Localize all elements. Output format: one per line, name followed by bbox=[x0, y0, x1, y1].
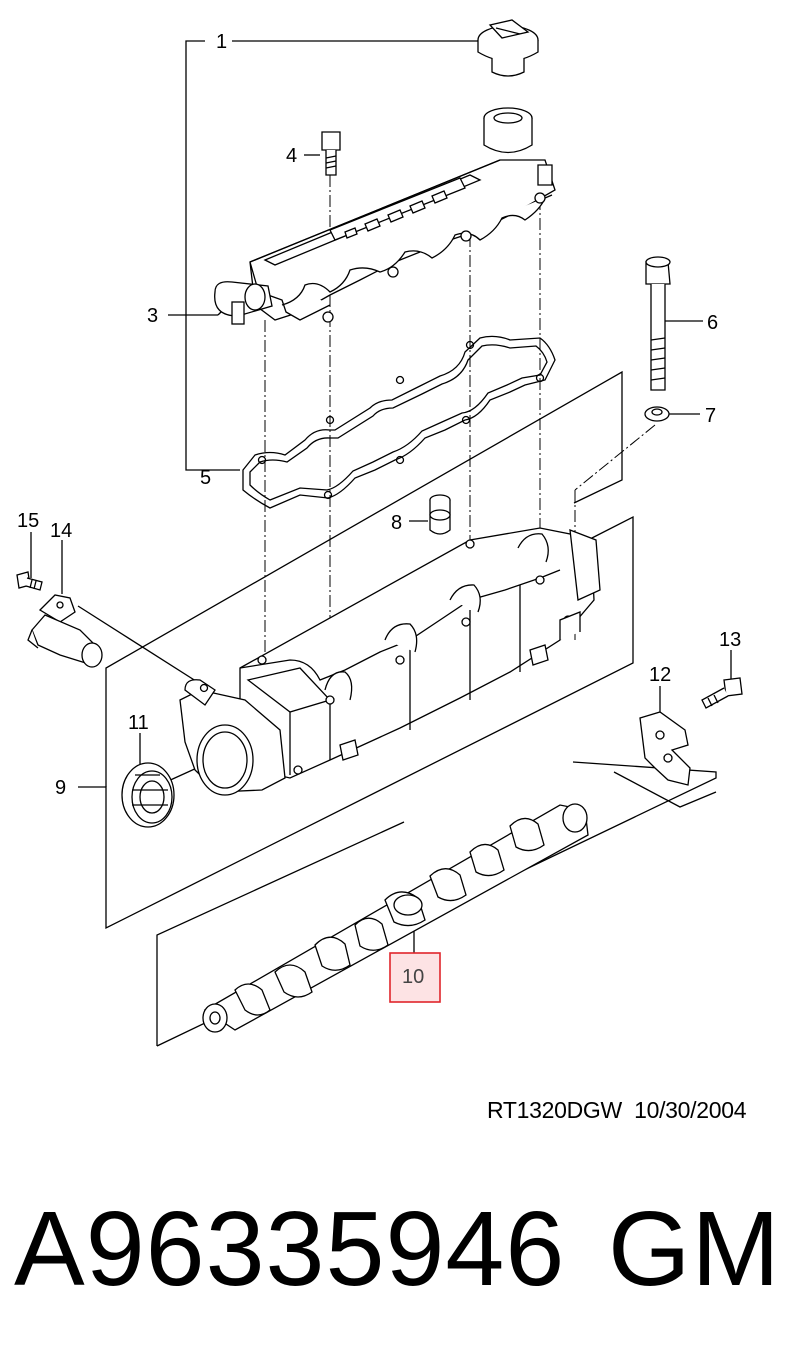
head-bolt bbox=[645, 256, 671, 391]
leader-lines bbox=[30, 40, 732, 1047]
callout-5-label: 5 bbox=[200, 467, 211, 489]
drawing-code: RT1320DGW 10/30/2004 bbox=[487, 1097, 747, 1123]
camshaft-housing bbox=[179, 527, 601, 796]
callout-15-label: 15 bbox=[17, 510, 39, 532]
callout-1-label: 1 bbox=[216, 31, 227, 53]
callout-10-label: 10 bbox=[402, 966, 424, 988]
part-number: A96335946 bbox=[14, 1190, 566, 1308]
highlight-box bbox=[389, 952, 441, 1003]
callout-11-label: 11 bbox=[128, 712, 149, 734]
oil-seal bbox=[121, 762, 175, 828]
bracket bbox=[639, 711, 691, 786]
callout-7-label: 7 bbox=[705, 405, 716, 427]
sensor-bolt bbox=[16, 571, 43, 591]
camshaft bbox=[202, 803, 589, 1033]
oil-filler-cap bbox=[477, 19, 539, 154]
washer bbox=[644, 406, 670, 422]
callout-labels: 1 3 4 5 6 7 8 9 10 11 12 13 14 15 bbox=[17, 31, 741, 988]
callout-6-label: 6 bbox=[707, 312, 718, 334]
sleeve bbox=[429, 494, 451, 535]
cylinder-head-cover bbox=[214, 159, 556, 325]
cover-gasket bbox=[242, 335, 556, 509]
callout-3-label: 3 bbox=[147, 305, 158, 327]
callout-14-label: 14 bbox=[50, 520, 72, 542]
bracket-bolt bbox=[701, 677, 743, 709]
callout-4-label: 4 bbox=[286, 145, 297, 167]
brand-name: GM bbox=[608, 1190, 781, 1308]
callout-12-label: 12 bbox=[649, 664, 671, 686]
callout-9-label: 9 bbox=[55, 777, 66, 799]
callout-13-label: 13 bbox=[719, 629, 741, 651]
callout-8-label: 8 bbox=[391, 512, 402, 534]
cover-bolt bbox=[321, 131, 341, 176]
camshaft-position-sensor bbox=[27, 594, 103, 668]
